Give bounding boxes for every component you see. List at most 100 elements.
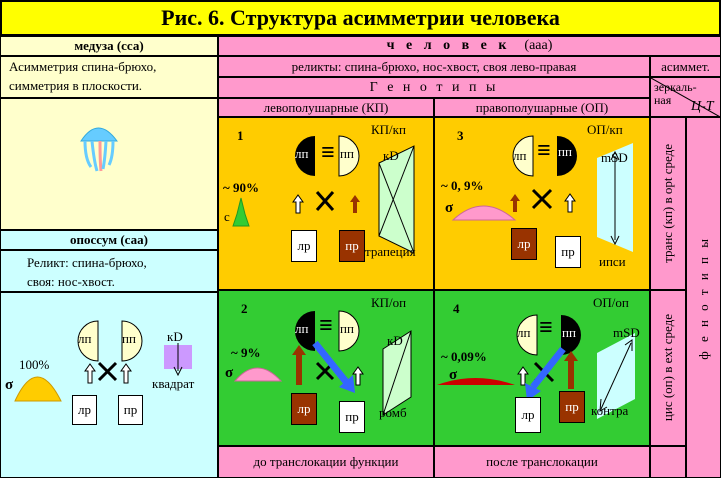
cell2-up-arrow-right [352, 366, 364, 386]
opossum-text-1: Реликт: спина-брюхо, [27, 255, 147, 270]
cell4-lr-box: лр [515, 397, 541, 433]
human-header: ч е л о в е к (ааа) [218, 36, 721, 56]
trans-label: транс (кп) в opt среде [660, 144, 675, 263]
cell3-pr-box: пр [555, 236, 581, 268]
cell2-kd-label: кD [387, 333, 403, 348]
cell2-up-arrow-left [292, 345, 306, 385]
cell2-sigma: σ [225, 365, 234, 381]
genotype-cell-3: 3 ОП/кп ~ 0, 9% σ лп пп ≡ лр пр mSD ипси [434, 117, 650, 290]
opossum-diagram: 100% σ лп пп лр пр кD квадрат [0, 292, 218, 478]
corner-cell [650, 446, 686, 478]
opossum-pp-label: пп [122, 331, 136, 346]
cell2-lp-half [295, 311, 315, 351]
cell4-kd-label: mSD [613, 325, 640, 340]
cell1-sigma: с [224, 209, 230, 224]
cell1-number: 1 [237, 128, 244, 143]
cell2-lr-box: лр [291, 393, 317, 425]
cell1-up-arrow-left [292, 194, 304, 214]
cell1-equiv: ≡ [321, 140, 335, 166]
cell3-up-arrow-left [510, 194, 520, 212]
opossum-text-2: своя: нос-хвост. [27, 274, 115, 289]
opossum-up-arrow-right [120, 363, 132, 384]
cell3-distribution-curve [451, 205, 517, 221]
cell3-lp-label: лп [513, 148, 527, 163]
cell1-pr-label: пр [345, 238, 359, 253]
cell4-code: ОП/оп [593, 295, 629, 310]
cell4-pr-box: пр [559, 391, 585, 423]
cell1-percent: ~ 90% [223, 180, 260, 195]
opossum-kd-label: кD [167, 329, 183, 344]
cell3-number: 3 [457, 128, 464, 143]
cell1-up-arrow-right [350, 195, 360, 213]
cell4-shape-label: контра [591, 403, 629, 418]
genotype-cell-1: 1 КП/кп ~ 90% с лп пп ≡ лр пр кD трапеци… [218, 117, 434, 290]
cell1-lp-label: лп [295, 146, 309, 161]
cell2-pr-label: пр [345, 409, 359, 424]
opossum-lp-half [77, 320, 99, 362]
cell4-pp-label: пп [562, 325, 576, 340]
right-hemisphere-header: правополушарные (ОП) [434, 98, 650, 117]
before-translocation: до транслокации функции [218, 446, 434, 478]
human-asymmetry-label: асиммет. [650, 56, 721, 77]
opossum-up-arrow-left [84, 363, 96, 384]
opossum-distribution-curve [14, 376, 62, 402]
human-header-word: ч е л о в е к [386, 38, 511, 53]
opossum-lr-label: лр [78, 402, 91, 417]
cell1-shape-label: трапеция [365, 244, 416, 259]
cell3-sigma: σ [445, 200, 454, 216]
mirror-label: зеркаль- ная [654, 80, 697, 107]
cell2-number: 2 [241, 301, 248, 316]
cell4-pr-label: пр [565, 399, 579, 414]
cell3-kd-label: mSD [601, 150, 628, 165]
cell2-pp-label: пп [340, 321, 354, 336]
cell3-lp-half [512, 135, 534, 177]
cell3-pp-label: пп [558, 144, 572, 159]
cell3-pp-half [557, 136, 577, 176]
phenotypes-label: ф е н о т и п ы [695, 235, 711, 360]
opossum-description: Реликт: спина-брюхо, своя: нос-хвост. [0, 250, 218, 292]
figure-title: Рис. 6. Структура асимметрии человека [0, 0, 721, 36]
cell3-up-arrow-right [564, 193, 576, 213]
cell4-percent: ~ 0,09% [441, 349, 487, 364]
cell3-pr-label: пр [561, 244, 575, 259]
cell2-code: КП/оп [371, 295, 407, 310]
cell4-lr-label: лр [521, 407, 535, 422]
cell1-pp-half [338, 135, 360, 177]
ct-label: Ц-Т [691, 99, 714, 114]
human-header-code: (ааа) [524, 38, 553, 53]
cell2-percent: ~ 9% [231, 345, 261, 360]
human-relics-row: реликты: спина-брюхо, нос-хвост, своя ле… [218, 56, 650, 77]
cell4-sigma: σ [449, 367, 458, 383]
cell4-distribution-curve [437, 378, 515, 385]
opossum-shape-label: квадрат [152, 376, 195, 391]
cell1-code: КП/кп [371, 122, 406, 137]
cell1-pp-label: пп [340, 146, 354, 161]
cell1-kd-label: кD [383, 148, 399, 163]
opossum-pp-half [121, 320, 143, 362]
cell4-translocation-arrow [530, 346, 566, 390]
human-genotypes-row: Г е н о т и п ы [218, 77, 650, 98]
cell3-lr-label: лр [517, 236, 531, 251]
genotype-cell-2: 2 КП/оп ~ 9% σ лп пп ≡ лр пр кD ромб [218, 290, 434, 446]
opossum-lr-box: лр [72, 395, 97, 425]
jellyfish-image-area [0, 98, 218, 230]
cell2-distribution-curve [233, 367, 283, 382]
opossum-percent: 100% [19, 357, 50, 372]
cis-column: цис (оп) в ext среде [650, 290, 686, 446]
cis-label: цис (оп) в ext среде [660, 314, 675, 422]
cell4-equiv: ≡ [539, 315, 553, 341]
opossum-pr-label: пр [123, 402, 138, 417]
cell4-lp-half [516, 314, 538, 356]
cell2-lr-label: лр [297, 401, 311, 416]
after-translocation: после транслокации [434, 446, 650, 478]
cell2-equiv: ≡ [319, 313, 333, 339]
cell4-number: 4 [453, 301, 460, 316]
genotype-cell-4: 4 ОП/оп ~ 0,09% σ лп пп ≡ лр пр mSD конт… [434, 290, 650, 446]
cell3-percent: ~ 0, 9% [441, 178, 484, 193]
jellyfish-description: Асимметрия спина-брюхо, симметрия в плос… [0, 56, 218, 98]
cell4-up-arrow-left [517, 366, 529, 386]
jellyfish-text-1: Асимметрия спина-брюхо, [9, 59, 157, 74]
cell1-lr-box: лр [291, 230, 317, 262]
cell4-pp-half [561, 315, 581, 355]
